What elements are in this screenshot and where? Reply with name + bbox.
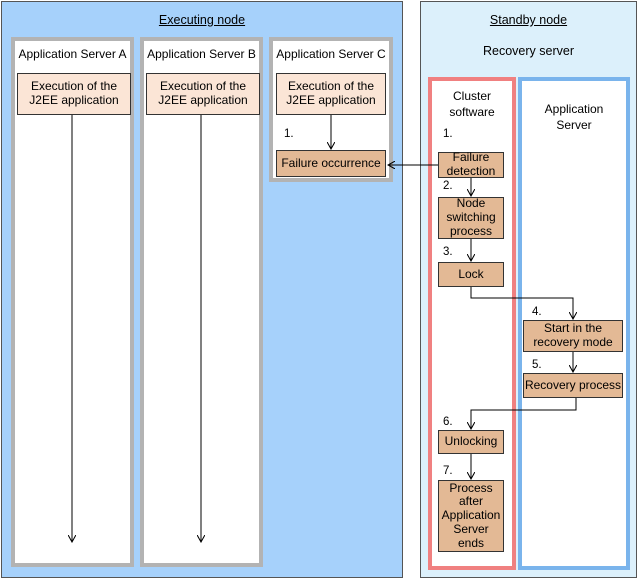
step-7-number: 7. — [443, 465, 453, 477]
step-failure-detection: Failure detection — [438, 150, 504, 178]
standby-app-server-title: Application Server — [544, 102, 604, 132]
app-server-b-task: Execution of the J2EE application — [146, 73, 260, 115]
cluster-software-title: Cluster software — [449, 89, 495, 119]
failure-occurrence-box: Failure occurrence — [276, 150, 386, 177]
app-server-b-label: Application Server B — [147, 47, 256, 61]
arrow-5-to-6 — [471, 398, 577, 429]
failure-step-number: 1. — [284, 128, 294, 140]
step-3-number: 3. — [443, 246, 453, 258]
step-2-number: 2. — [443, 180, 453, 192]
app-server-a-task: Execution of the J2EE application — [17, 73, 131, 115]
step-node-switching: Node switching process — [438, 196, 504, 239]
standby-node-title: Standby node — [489, 13, 568, 27]
step-lock: Lock — [438, 262, 504, 287]
executing-node-title: Executing node — [158, 13, 246, 27]
app-server-c-label: Application Server C — [276, 47, 386, 61]
step-process-after-end: Process after Application Server ends — [438, 480, 504, 552]
step-6-number: 6. — [443, 416, 453, 428]
step-5-number: 5. — [532, 359, 542, 371]
step-1-number: 1. — [443, 128, 453, 140]
app-server-c-task: Execution of the J2EE application — [276, 73, 386, 115]
step-unlocking: Unlocking — [438, 430, 504, 454]
step-4-number: 4. — [532, 306, 542, 318]
arrow-3-to-4 — [470, 287, 573, 319]
app-server-a-label: Application Server A — [18, 47, 127, 61]
step-recovery-process: Recovery process — [523, 373, 623, 398]
step-start-recovery-mode: Start in the recovery mode — [523, 320, 623, 352]
recovery-server-label: Recovery server — [483, 44, 574, 58]
